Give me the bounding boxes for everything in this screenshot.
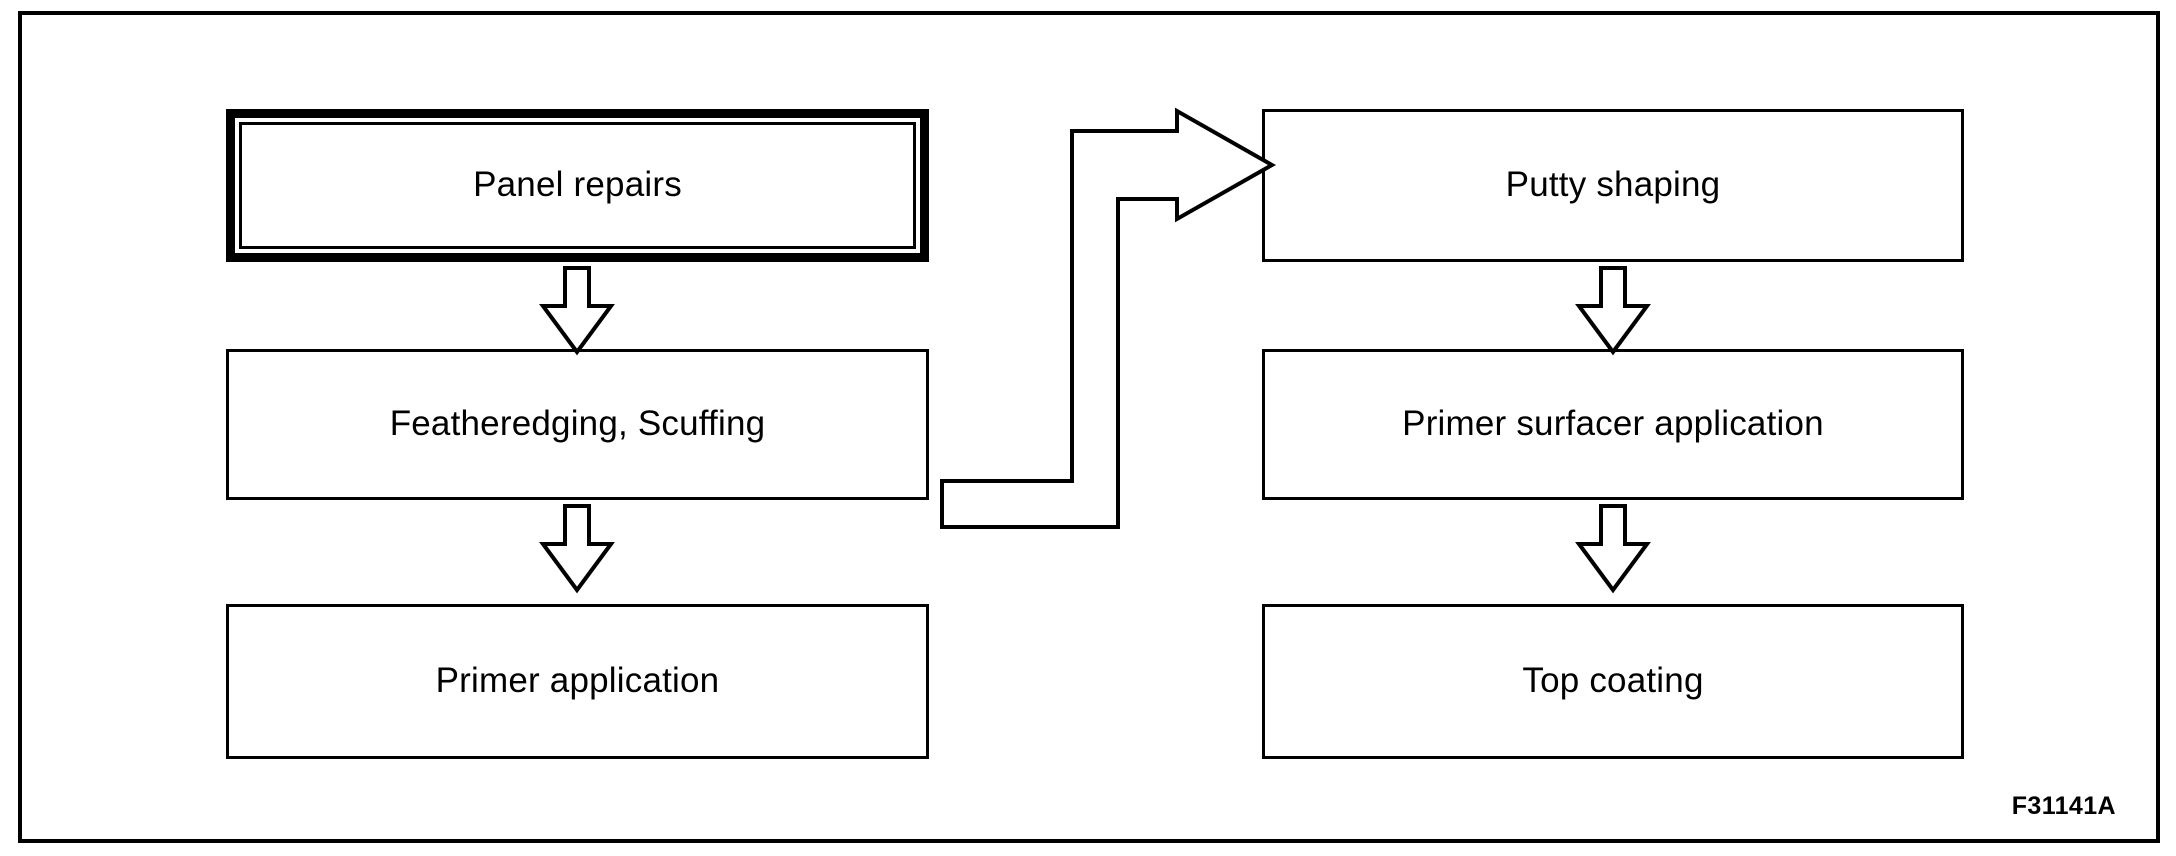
arrow-down-icon-featheredging-to-primer-application [537, 504, 617, 594]
process-node-label: Panel repairs [473, 165, 682, 205]
process-node-primer-surfacer-application[interactable]: Primer surfacer application [1262, 349, 1964, 500]
process-node-putty-shaping[interactable]: Putty shaping [1262, 109, 1964, 262]
process-node-label: Primer application [435, 661, 720, 701]
arrow-elbow-right-icon-primer-application-to-putty-shaping [940, 107, 1292, 629]
arrow-down-icon-panel-repairs-to-featheredging [537, 266, 617, 356]
process-node-label: Top coating [1522, 661, 1704, 701]
panel-repairs-inner-border: Panel repairs [239, 122, 916, 249]
arrow-down-icon-primer-surfacer-to-top-coating [1573, 504, 1653, 594]
process-node-primer-application[interactable]: Primer application [226, 604, 929, 759]
diagram-outer-frame: Panel repairs Featheredging, Scuffing Pr… [18, 11, 2160, 843]
arrow-down-icon-putty-shaping-to-primer-surfacer [1573, 266, 1653, 356]
figure-id-label: F31141A [2011, 792, 2116, 820]
process-node-label: Featheredging, Scuffing [389, 404, 766, 444]
process-node-panel-repairs[interactable]: Panel repairs [226, 109, 929, 262]
process-node-top-coating[interactable]: Top coating [1262, 604, 1964, 759]
process-node-label: Putty shaping [1505, 165, 1721, 205]
process-node-label: Primer surfacer application [1402, 404, 1824, 444]
process-node-featheredging-scuffing[interactable]: Featheredging, Scuffing [226, 349, 929, 500]
